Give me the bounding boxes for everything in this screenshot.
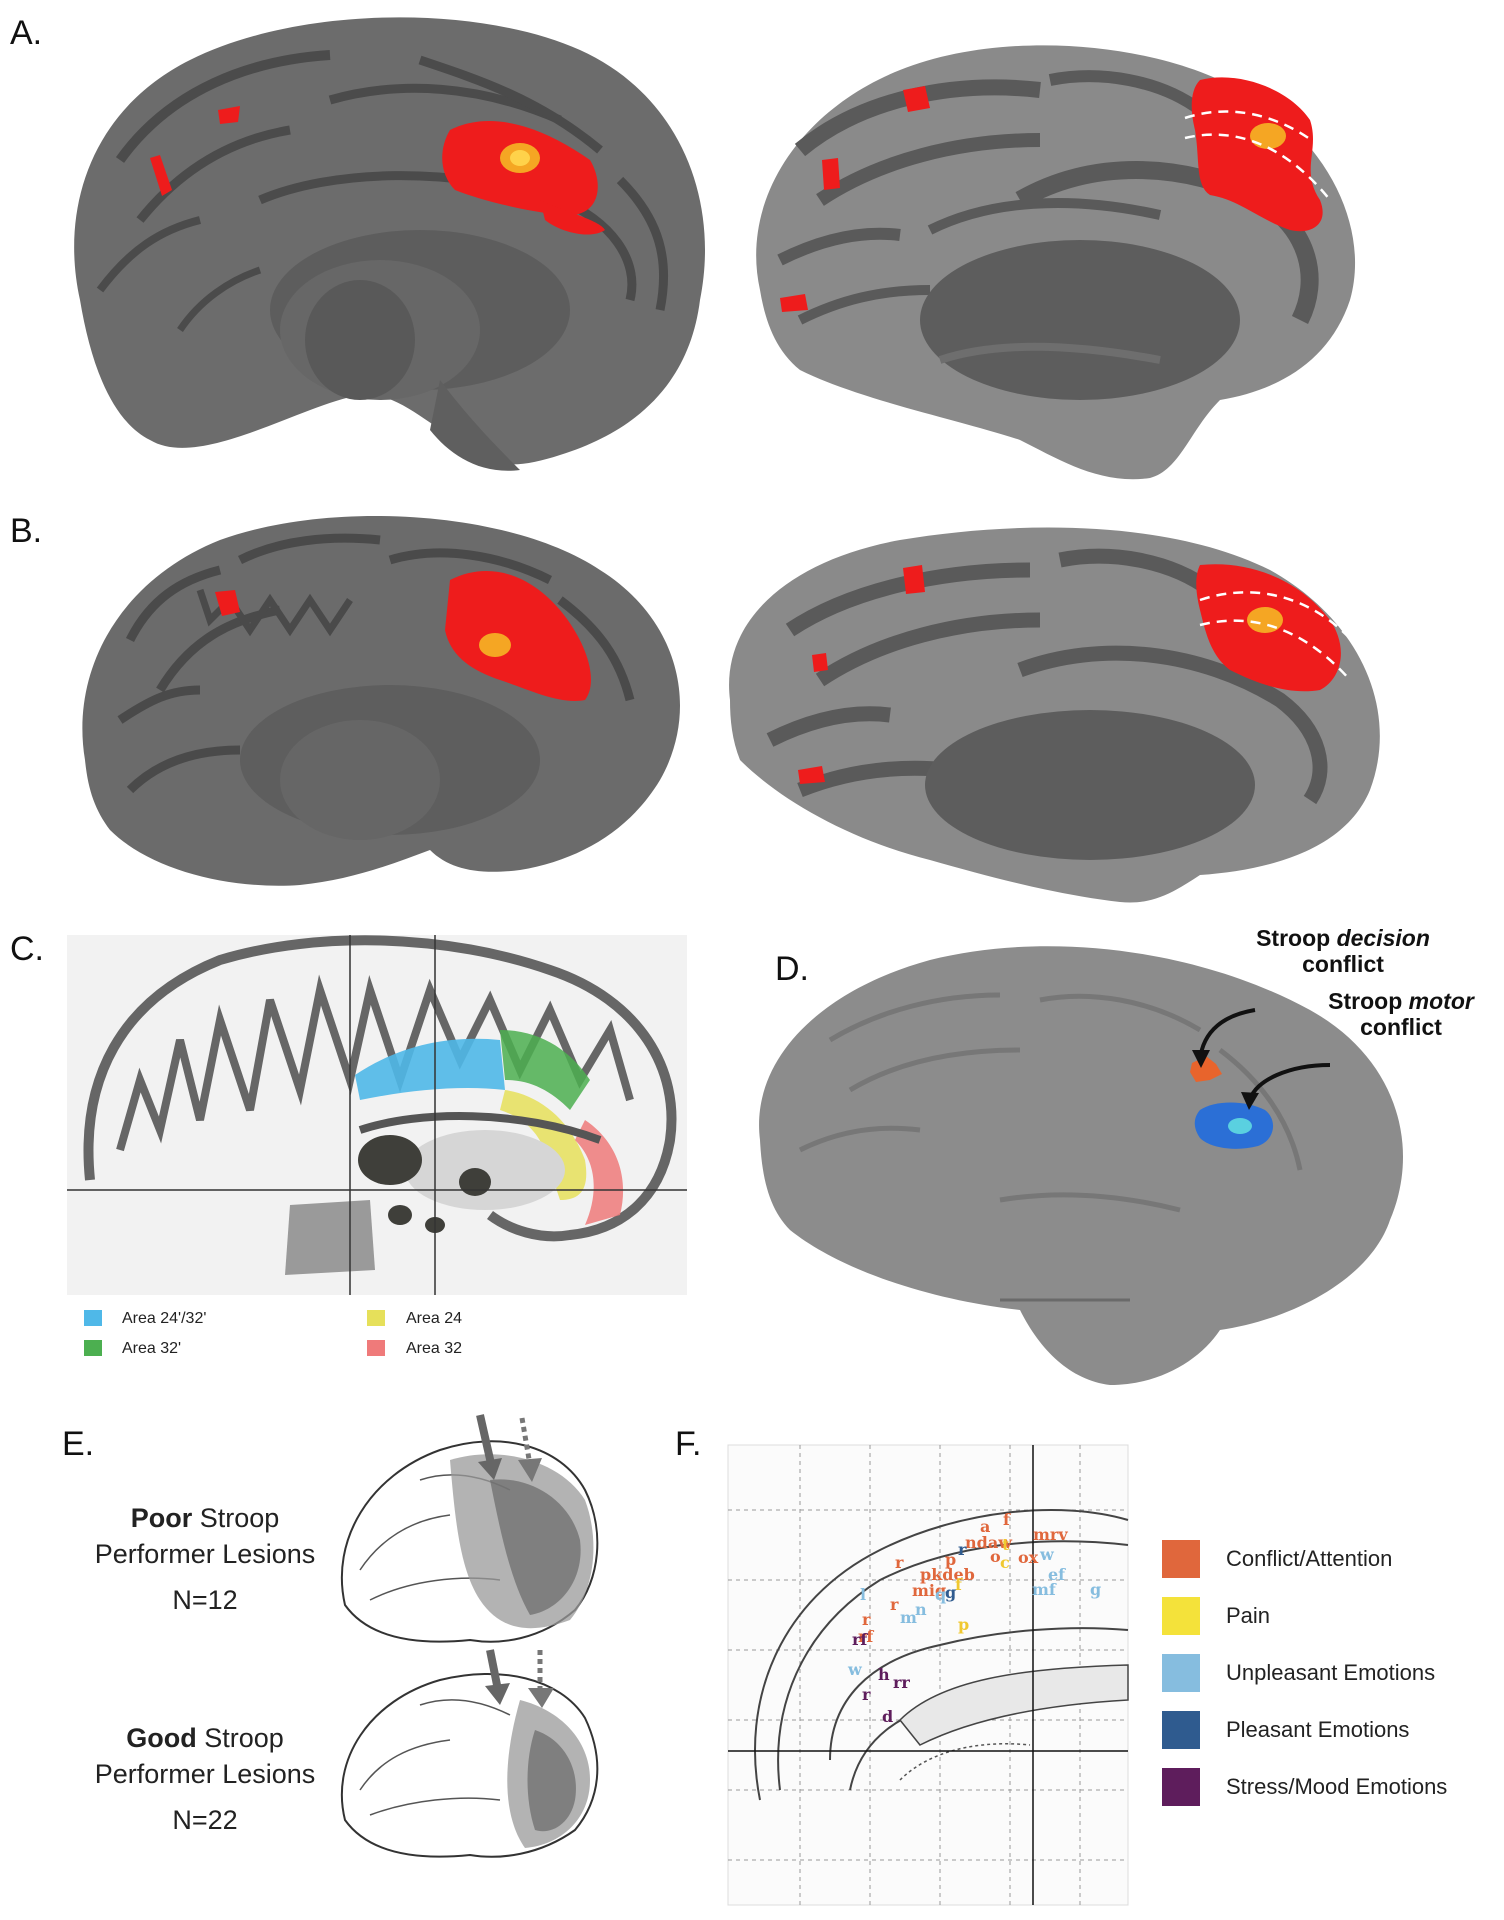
svg-text:q: q bbox=[935, 1585, 946, 1604]
d-motor-line2: conflict bbox=[1360, 1014, 1442, 1040]
e-good-n: N=22 bbox=[172, 1805, 238, 1835]
c-legend-label-3: Area 24 bbox=[406, 1310, 463, 1327]
c-legend-swatch-3 bbox=[367, 1310, 385, 1326]
d-motor-emph: motor bbox=[1408, 988, 1474, 1014]
svg-text:rr: rr bbox=[893, 1673, 910, 1692]
f-legend-swatch-5 bbox=[1162, 1768, 1200, 1806]
svg-text:ef: ef bbox=[1048, 1565, 1066, 1584]
c-legend-swatch-4 bbox=[367, 1340, 385, 1356]
panel-label-d: D. bbox=[775, 950, 809, 988]
f-legend-swatch-2 bbox=[1162, 1597, 1200, 1635]
c-legend-label-2: Area 32' bbox=[122, 1340, 182, 1357]
svg-text:w: w bbox=[1039, 1545, 1055, 1564]
panel-label-a: A. bbox=[10, 14, 43, 52]
e-good-bold: Good bbox=[126, 1723, 197, 1753]
svg-text:rf: rf bbox=[852, 1630, 868, 1649]
f-legend-swatch-3 bbox=[1162, 1654, 1200, 1692]
c-legend-swatch-1 bbox=[84, 1310, 102, 1326]
svg-text:t: t bbox=[1002, 1535, 1010, 1554]
e-good-rest: Stroop bbox=[196, 1723, 284, 1753]
panel-d-brain bbox=[759, 946, 1404, 1385]
f-legend-swatch-4 bbox=[1162, 1711, 1200, 1749]
svg-text:r: r bbox=[862, 1685, 871, 1704]
f-legend-label-5: Stress/Mood Emotions bbox=[1226, 1774, 1448, 1799]
svg-text:r: r bbox=[890, 1595, 899, 1614]
svg-text:f: f bbox=[1003, 1510, 1011, 1529]
e-poor-label: Poor Stroop Performer Lesions N=12 bbox=[65, 1500, 345, 1618]
c-legend-label-1: Area 24'/32' bbox=[122, 1310, 207, 1327]
panel-a-right-brain bbox=[756, 45, 1356, 480]
panel-e-brains bbox=[340, 1414, 599, 1858]
svg-text:g: g bbox=[945, 1583, 956, 1602]
panel-label-c: C. bbox=[10, 930, 44, 968]
svg-text:mrv: mrv bbox=[1033, 1525, 1068, 1544]
f-legend-label-2: Pain bbox=[1226, 1603, 1271, 1628]
svg-text:o: o bbox=[990, 1547, 1001, 1566]
svg-text:n: n bbox=[915, 1600, 927, 1619]
svg-text:g: g bbox=[1090, 1580, 1101, 1599]
svg-text:l: l bbox=[860, 1585, 866, 1604]
f-legend-label-4: Pleasant Emotions bbox=[1226, 1717, 1410, 1742]
e-poor-bold: Poor bbox=[130, 1503, 193, 1533]
svg-text:pkdeb: pkdeb bbox=[920, 1565, 975, 1584]
svg-text:w: w bbox=[847, 1660, 863, 1679]
svg-text:r: r bbox=[862, 1610, 871, 1629]
c-legend-swatch-2 bbox=[84, 1340, 102, 1356]
svg-text:d: d bbox=[882, 1707, 893, 1726]
svg-text:rf: rf bbox=[858, 1627, 874, 1646]
svg-text:p: p bbox=[945, 1550, 956, 1569]
svg-text:c: c bbox=[1000, 1553, 1010, 1572]
d-decision-emph: decision bbox=[1336, 925, 1430, 951]
f-legend-label-3: Unpleasant Emotions bbox=[1226, 1660, 1436, 1685]
e-poor-n: N=12 bbox=[172, 1585, 238, 1615]
d-motor-prefix: Stroop bbox=[1328, 988, 1409, 1014]
e-good-label: Good Stroop Performer Lesions N=22 bbox=[65, 1720, 345, 1838]
f-legend-swatch-1 bbox=[1162, 1540, 1200, 1578]
e-poor-rest: Stroop bbox=[192, 1503, 280, 1533]
d-decision-line2: conflict bbox=[1302, 951, 1384, 977]
svg-text:m: m bbox=[900, 1608, 917, 1627]
svg-text:f: f bbox=[955, 1575, 963, 1594]
panel-label-e: E. bbox=[62, 1425, 95, 1463]
panel-b-left-brain bbox=[82, 516, 681, 886]
d-decision-label: Stroop decision conflict bbox=[1228, 925, 1458, 977]
c-legend-label-4: Area 32 bbox=[406, 1340, 463, 1357]
e-good-line2: Performer Lesions bbox=[94, 1759, 316, 1789]
svg-text:p: p bbox=[958, 1615, 969, 1634]
svg-text:ndaw: ndaw bbox=[965, 1533, 1013, 1552]
svg-text:mf: mf bbox=[1032, 1580, 1057, 1599]
panel-c-diagram bbox=[67, 935, 687, 1295]
f-legend-label-1: Conflict/Attention bbox=[1226, 1546, 1393, 1571]
panel-label-f: F. bbox=[675, 1425, 702, 1463]
svg-text:h: h bbox=[878, 1665, 890, 1684]
svg-text:a: a bbox=[980, 1517, 990, 1536]
svg-text:r: r bbox=[895, 1553, 904, 1572]
panel-a-left-brain bbox=[74, 17, 705, 471]
svg-text:ox: ox bbox=[1018, 1548, 1039, 1567]
d-motor-label: Stroop motor conflict bbox=[1296, 988, 1504, 1040]
svg-text:mig: mig bbox=[912, 1581, 946, 1600]
svg-text:r: r bbox=[958, 1540, 967, 1559]
d-decision-prefix: Stroop bbox=[1256, 925, 1337, 951]
panel-label-b: B. bbox=[10, 512, 43, 550]
panel-b-right-brain bbox=[729, 527, 1380, 903]
e-poor-line2: Performer Lesions bbox=[94, 1539, 316, 1569]
